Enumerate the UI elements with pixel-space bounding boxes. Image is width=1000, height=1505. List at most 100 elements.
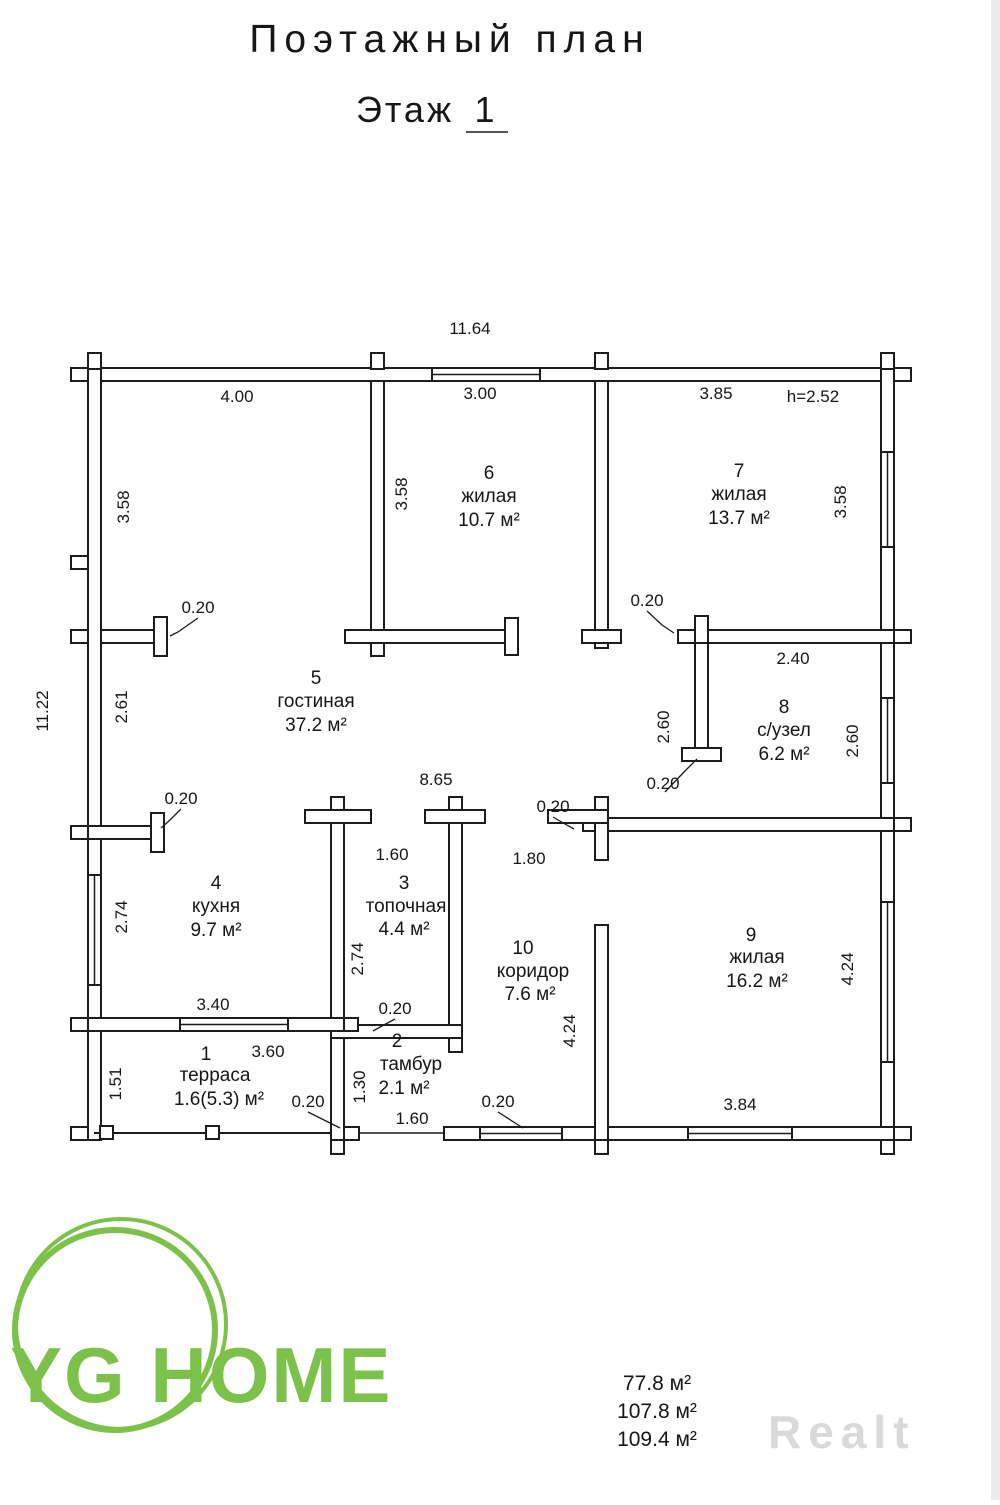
room-label-bedroom-7: 7 жилая 13.7 м²	[708, 461, 770, 529]
dim-kitchen-height: 2.74	[112, 900, 131, 933]
log-crossing	[880, 352, 895, 370]
room-area: 6.2 м²	[758, 744, 809, 765]
wall-segment	[594, 924, 609, 1141]
dim-living-left: 2.61	[112, 690, 131, 723]
room-name: коридор	[497, 961, 570, 982]
log-crossing	[70, 1126, 89, 1141]
room-number: 1	[201, 1044, 212, 1065]
dim-ceiling-height: h=2.52	[787, 387, 839, 406]
total-area-2: 107.8 м²	[617, 1400, 697, 1423]
log-crossing	[343, 1017, 359, 1032]
dim-room9-width: 3.84	[723, 1095, 756, 1114]
wall-segment	[330, 809, 345, 1141]
page-title: Поэтажный план	[249, 18, 650, 61]
leader-line	[372, 1018, 396, 1032]
room-labels: 1 терраса 1.6(5.3) м² 2 тамбур 2.1 м² 3 …	[174, 461, 811, 1110]
room-number: 8	[779, 697, 790, 718]
log-crossing	[594, 352, 609, 370]
total-area-1: 77.8 м²	[623, 1372, 691, 1395]
leader-line	[497, 1111, 524, 1129]
room-number: 6	[484, 463, 495, 484]
log-crossing	[370, 642, 385, 657]
room-label-living-room: 5 гостиная 37.2 м²	[277, 668, 354, 736]
log-crossing	[70, 1017, 89, 1032]
room-label-bedroom-9: 9 жилая 16.2 м²	[726, 925, 788, 992]
log-crossing	[893, 629, 912, 644]
room-label-bathroom: 8 с/узел 6.2 м²	[757, 697, 811, 765]
dim-left-upper: 3.58	[114, 490, 133, 523]
log-crossing	[70, 555, 89, 570]
log-crossing	[893, 1126, 912, 1141]
wall-segment	[344, 629, 519, 644]
terrace-post	[205, 1125, 220, 1140]
log-crossing	[448, 1037, 463, 1053]
room-number: 10	[512, 938, 533, 959]
floor-number: 1	[474, 89, 497, 130]
dim-bath-right-height: 2.60	[843, 724, 862, 757]
wall-segment	[582, 817, 895, 832]
dim-terrace-width: 3.60	[251, 1042, 284, 1061]
dimension-leaders	[160, 610, 698, 1129]
footer: YG HOME 77.8 м² 107.8 м² 109.4 м² Realt	[10, 1217, 915, 1458]
dim-entry-door: 1.60	[395, 1109, 428, 1128]
room-number: 5	[311, 668, 322, 689]
wall-segment	[677, 629, 895, 644]
dim-wall-thickness: 0.20	[536, 797, 569, 816]
log-crossing	[330, 796, 345, 811]
dim-corridor-width: 1.80	[512, 849, 545, 868]
leader-line	[169, 617, 199, 637]
log-crossing	[87, 352, 102, 370]
dim-bath-width: 2.40	[776, 649, 809, 668]
log-crossing	[594, 1139, 609, 1155]
leader-line	[307, 1111, 341, 1129]
dim-vestibule-height: 1.30	[350, 1070, 369, 1103]
windows	[87, 367, 895, 1141]
room-area: 9.7 м²	[190, 920, 241, 941]
room-area: 13.7 м²	[708, 508, 770, 529]
dim-wall-thickness: 0.20	[291, 1092, 324, 1111]
leader-line	[646, 610, 675, 634]
log-crossing	[330, 1139, 345, 1155]
room-number: 4	[211, 873, 222, 894]
room-area: 1.6(5.3) м²	[174, 1089, 264, 1110]
room-label-bedroom-6: 6 жилая 10.7 м²	[458, 463, 520, 531]
dim-top-right: 3.85	[699, 384, 732, 403]
room-number: 3	[399, 873, 410, 894]
dim-corridor-height: 4.24	[560, 1014, 579, 1047]
log-crossings	[70, 352, 912, 1155]
room-name: с/узел	[757, 720, 811, 741]
log-crossing	[150, 812, 165, 853]
leader-line	[664, 758, 698, 793]
wall-segment	[448, 809, 463, 1039]
wall-segment	[694, 642, 709, 762]
log-crossing	[370, 352, 385, 370]
room-label-kitchen: 4 кухня 9.7 м²	[190, 873, 241, 941]
dim-wall-thickness: 0.20	[378, 999, 411, 1018]
plan-header: Поэтажный план Этаж 1	[249, 18, 650, 133]
wall-segment	[547, 809, 609, 824]
dim-bath-left-height: 2.60	[654, 710, 673, 743]
scan-edge	[991, 0, 1000, 1500]
log-crossing	[681, 747, 722, 762]
room-area: 10.7 м²	[458, 510, 520, 531]
log-crossing	[70, 825, 89, 840]
realt-watermark: Realt	[768, 1406, 915, 1458]
dim-top-mid: 3.00	[463, 384, 496, 403]
room-number: 2	[392, 1031, 403, 1052]
room-area: 4.4 м²	[378, 919, 429, 940]
dim-wall-thickness: 0.20	[646, 774, 679, 793]
log-crossing	[893, 817, 912, 832]
dim-total-width: 11.64	[449, 319, 490, 338]
dim-boiler-width: 1.60	[375, 845, 408, 864]
dim-living-width: 8.65	[419, 770, 452, 789]
room-label-corridor: 10 коридор 7.6 м²	[497, 938, 570, 1005]
room-name: жилая	[461, 486, 516, 507]
room-name: жилая	[711, 484, 766, 505]
room-label-terrace: 1 терраса 1.6(5.3) м²	[174, 1044, 264, 1110]
room-name: гостиная	[277, 691, 354, 712]
room-name: топочная	[366, 896, 447, 917]
room-number: 7	[734, 461, 745, 482]
room-area: 7.6 м²	[504, 984, 555, 1005]
total-area-3: 109.4 м²	[617, 1428, 697, 1451]
